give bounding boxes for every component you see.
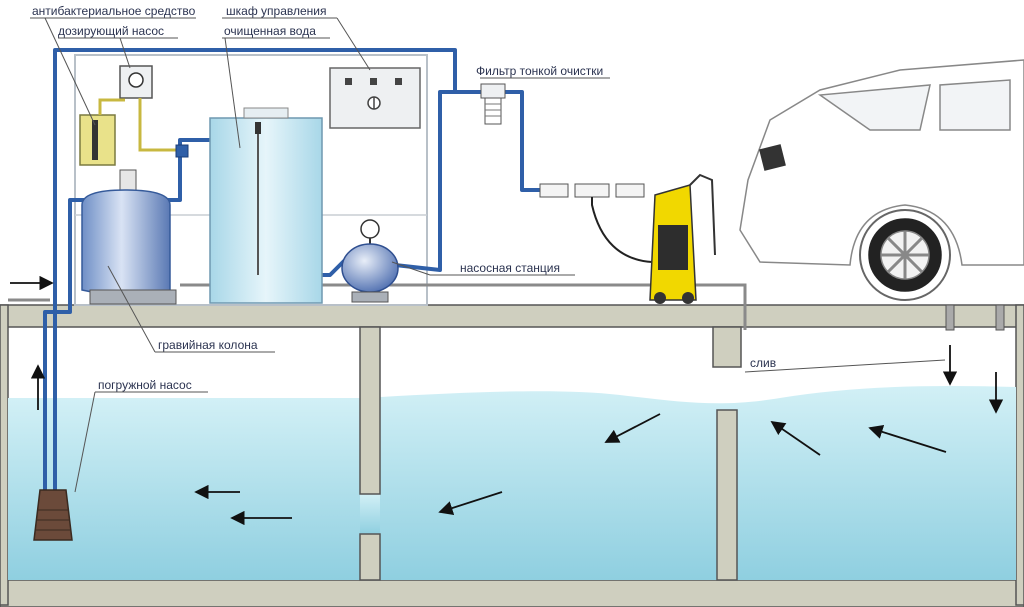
button-icon [345, 78, 352, 85]
partition-upper [359, 326, 381, 495]
tank-floor [0, 579, 1024, 607]
partition-right [716, 409, 738, 581]
filter-outlet-pipe [505, 90, 540, 192]
water-chamber-1 [8, 398, 360, 580]
water-body [8, 386, 1016, 580]
label-antibacterial-agent: антибактериальное средство [32, 4, 196, 18]
pump-station [341, 219, 399, 303]
label-purified-water: очищенная вода [224, 24, 316, 38]
left-wall [0, 304, 9, 606]
purified-water-tank [209, 107, 323, 304]
tank-probe [92, 120, 98, 160]
drain-channel [712, 326, 742, 368]
water-passage [360, 494, 380, 534]
arrow-icon [604, 413, 661, 443]
arrow-icon [438, 491, 503, 515]
car [739, 59, 1024, 301]
label-dosing-pump: дозирующий насос [58, 24, 165, 38]
water-chamber-2 [380, 386, 1016, 580]
arrow-icon [770, 420, 821, 456]
button-icon [370, 78, 377, 85]
label-fine-filter: Фильтр тонкой очистки [476, 64, 604, 78]
submersible-pump [33, 489, 73, 541]
fine-filter [480, 83, 506, 125]
hose-fittings [539, 183, 653, 263]
grate-1 [945, 304, 955, 331]
pressure-washer [649, 173, 716, 304]
label-drain: слив [750, 356, 777, 370]
gravel-column [81, 169, 177, 305]
button-icon [395, 78, 402, 85]
partition-lower [359, 533, 381, 581]
label-control-cabinet: шкаф управления [226, 4, 327, 18]
main-supply-pipe [53, 48, 495, 500]
right-wall [1015, 304, 1024, 606]
leader-lines [30, 17, 946, 493]
label-gravel-column: гравийная колона [158, 338, 258, 352]
label-pump-station: насосная станция [460, 261, 560, 275]
arrow-icon [868, 424, 947, 453]
grate-2 [995, 304, 1005, 331]
label-submersible-pump: погружной насос [98, 378, 192, 392]
equipment-frame [74, 54, 428, 306]
partitions [359, 304, 1005, 581]
ground-slab [0, 304, 1024, 328]
station-pipe [394, 90, 455, 272]
control-cabinet [329, 67, 421, 129]
flow-arrows [10, 275, 1004, 526]
